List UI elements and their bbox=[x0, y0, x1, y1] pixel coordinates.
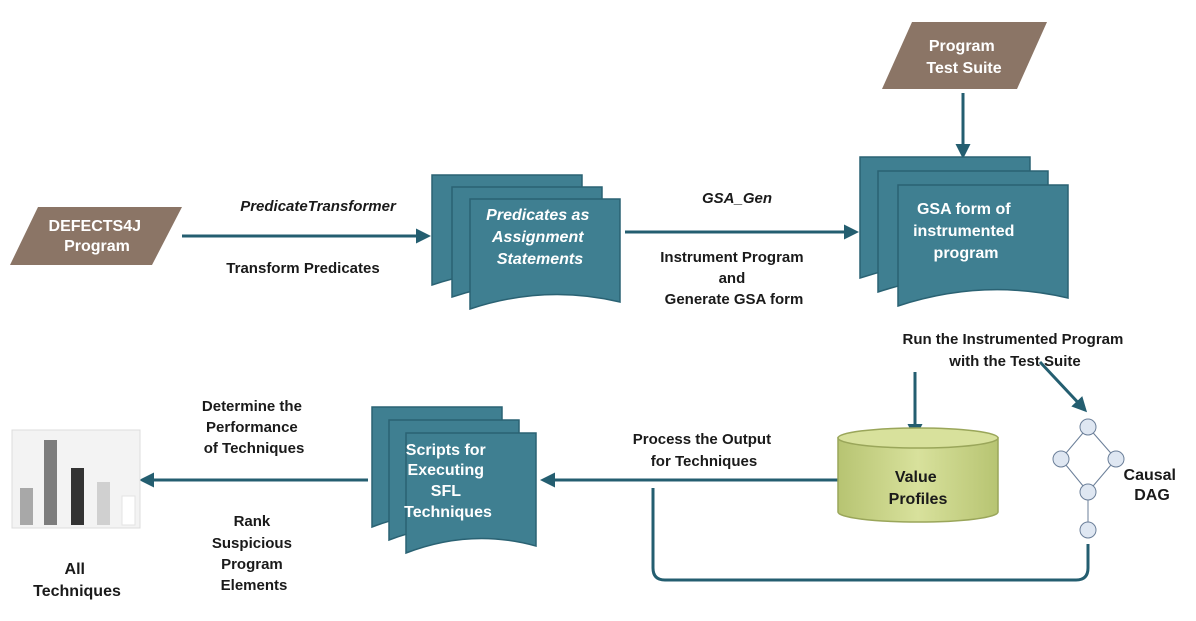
dag-node-4 bbox=[1079, 483, 1097, 501]
dag-node-1 bbox=[1079, 418, 1097, 436]
scripts-node: Scripts for Executing SFL Techniques bbox=[371, 406, 537, 555]
edge-label-determine-performance: Determine the Performance of Techniques bbox=[202, 398, 306, 457]
defects4j-program-node: DEFECTS4J Program bbox=[10, 207, 182, 265]
all-techniques-label: All Techniques bbox=[33, 561, 121, 600]
test-suite-node: Program Test Suite bbox=[882, 22, 1047, 89]
edge-label-process-output: Process the Output for Techniques bbox=[633, 431, 776, 470]
loop-causaldag-to-output bbox=[651, 488, 1090, 582]
dag-node-2 bbox=[1052, 450, 1070, 468]
test-suite-label: Program Test Suite bbox=[926, 38, 1001, 77]
predicates-node: Predicates as Assignment Statements bbox=[431, 174, 621, 311]
dag-node-3 bbox=[1107, 450, 1125, 468]
gsa-form-node: GSA form of instrumented program bbox=[859, 156, 1069, 308]
edges bbox=[139, 93, 1090, 582]
edge-label-gsa-gen: GSA_Gen bbox=[702, 190, 772, 207]
edge-label-predicate-transformer: PredicateTransformer bbox=[240, 198, 397, 215]
edge-label-transform-predicates: Transform Predicates bbox=[226, 260, 379, 277]
causal-dag-label: Causal DAG bbox=[1124, 467, 1181, 504]
scripts-label: Scripts for Executing SFL Techniques bbox=[404, 442, 492, 521]
causal-dag-graphic bbox=[1052, 418, 1125, 539]
value-profiles-node: Value Profiles bbox=[837, 427, 999, 523]
value-profiles-label: Value Profiles bbox=[889, 469, 948, 508]
arrow-gsa-to-causaldag bbox=[1038, 360, 1088, 413]
dag-node-5 bbox=[1079, 521, 1097, 539]
defects4j-label: DEFECTS4J Program bbox=[49, 218, 146, 255]
bar-chart-icon bbox=[11, 429, 141, 529]
edge-label-instrument: Instrument Program and Generate GSA form bbox=[660, 249, 808, 308]
gsa-form-label: GSA form of instrumented program bbox=[913, 201, 1019, 262]
edge-label-rank: Rank Suspicious Program Elements bbox=[212, 513, 296, 594]
edge-label-run-program: Run the Instrumented Program with the Te… bbox=[902, 331, 1127, 370]
predicates-label: Predicates as Assignment Statements bbox=[486, 207, 594, 268]
